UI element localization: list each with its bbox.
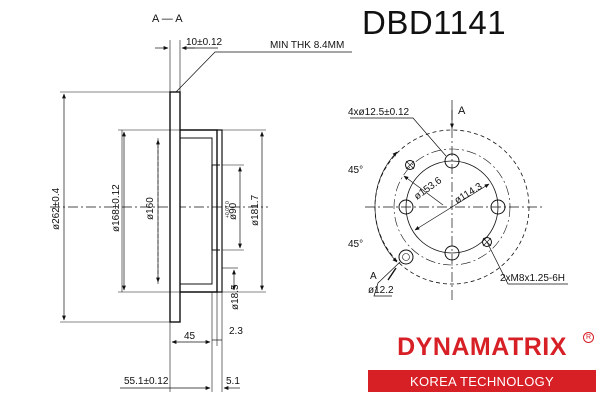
section-marker-label: A [370,271,377,282]
threaded-hole-upper [405,160,415,170]
angle-top-label: 45° [348,165,363,176]
section-label: A — A [152,13,183,25]
hub-flange [211,129,223,293]
total-height-label: 55.1±0.12 [124,376,169,387]
brand-tagline: KOREA TECHNOLOGY [368,370,596,392]
angle-arc-top [374,151,398,208]
ring-leader [403,175,444,206]
part-number: DBD1141 [362,4,507,41]
thickness-label: 10±0.12 [186,37,223,48]
section-cut-line [387,267,397,281]
view-a-label: A [458,105,466,117]
brand-logo: DYNAMATRIX R KOREA TECHNOLOGY [368,326,596,394]
hub-step [212,164,220,251]
outer-diameter-label: ø262±0.4 [51,187,62,230]
pin-hole-label: ø12.2 [368,285,394,296]
pin-hole-leader [373,261,401,297]
registered-icon: R [583,332,594,343]
friction-ring [169,91,181,323]
hat-diameter-label: ø168±0.12 [111,184,122,232]
inner-hat-label: ø160 [145,197,156,220]
pin-hole [398,249,414,265]
face-height-label: 5.1 [226,376,240,387]
angle-arc-bottom [374,206,398,263]
bolt-hole-bottom [444,245,460,261]
center-bore-tolerance: +0.07 0 [225,201,231,218]
pcd-label: ø114.3 [453,181,485,207]
thread-label: 2xM8x1.25-6H [500,273,565,284]
pcd-circle [405,160,499,254]
ring-circle [393,148,511,266]
flange-label: ø18.5 [230,284,241,310]
bolt-hole-leader [350,117,447,157]
center-bore-label: ø90 [228,202,239,220]
angle-bottom-label: 45° [348,239,363,250]
hat-upper-wall [180,129,218,293]
ring-diameter-label: ø153.6 [412,175,444,202]
hub-face-label: ø181.7 [250,194,261,226]
min-thk-leader [175,51,352,93]
section-view [50,40,352,392]
thread-leader [486,241,568,285]
hat-depth-label: 45 [184,331,196,342]
brand-name: DYNAMATRIX [397,332,567,361]
front-view [350,100,568,300]
pcd-leader [414,183,490,231]
bolt-hole-top [444,153,460,169]
bolt-holes-label: 4xø12.5±0.12 [348,107,410,118]
bolt-hole-left [398,199,414,215]
threaded-hole-lower [482,237,492,247]
brand-logo-top: DYNAMATRIX R [368,326,596,368]
bolt-hole-right [490,199,506,215]
min-thickness-label: MIN THK 8.4MM [270,40,344,51]
hub-offset-label: 2.3 [229,326,243,337]
